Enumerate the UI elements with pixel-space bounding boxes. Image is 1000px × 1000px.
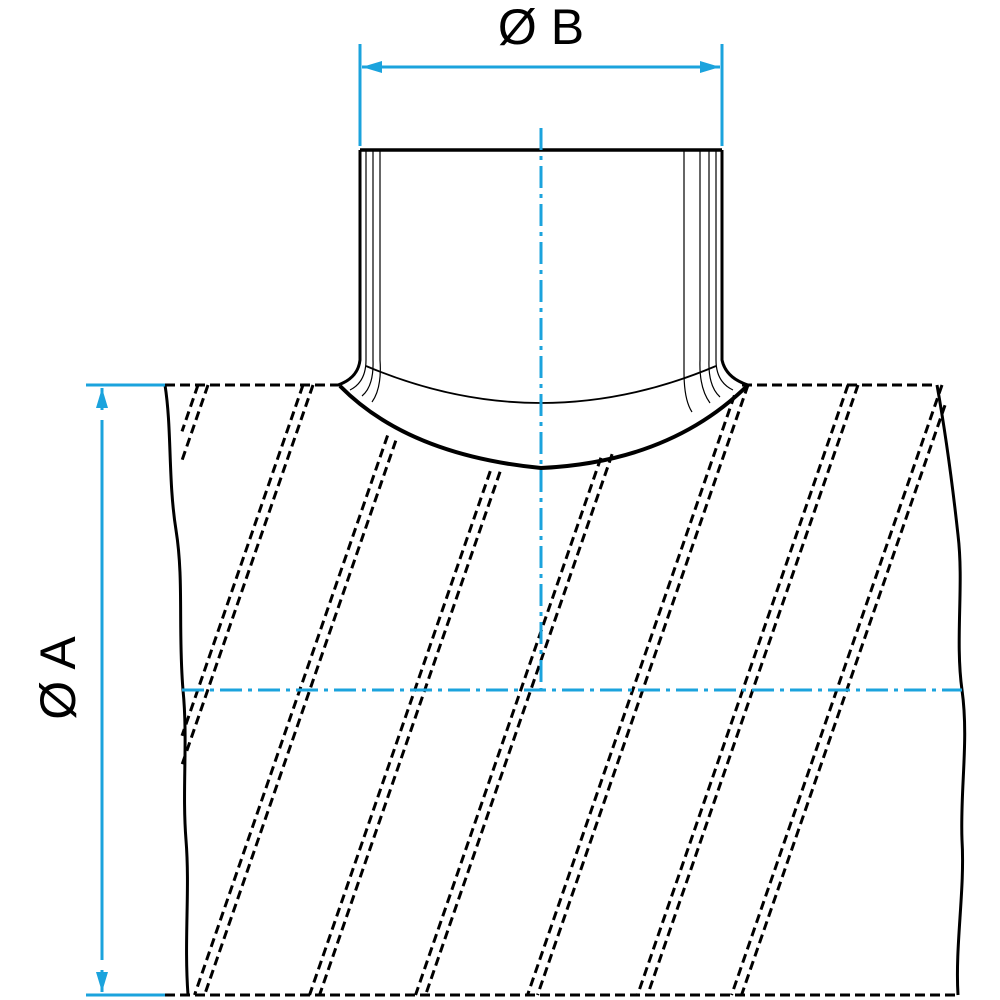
spiral-seam-line [203,440,398,996]
spiral-seam-line [308,470,492,996]
branch-inner-line [708,150,721,398]
branch-saddle-lower [338,383,750,471]
spiral-seam-line [526,394,736,996]
dim-b-label: Ø B [498,0,584,55]
branch-inner-line [699,150,711,404]
centre-lines [182,128,962,692]
spiral-seam-line [424,453,614,996]
spiral-seam-line [193,434,390,996]
dim-a-label: Ø A [30,636,86,720]
branch-right-edge [720,150,749,387]
spiral-seam-line [180,384,200,432]
spiral-seam-line [740,404,947,996]
spiral-seam-line [318,471,502,996]
branch-inner-line [683,150,693,413]
spiral-seam-line [414,457,603,996]
branch-inner-line [349,150,367,391]
branch-inner-line [361,150,374,397]
spiral-seam-line [180,384,315,766]
branch-left-edge [337,150,362,387]
branch-outlet [337,148,750,471]
spiral-seam-line [180,384,210,461]
branch-inner-line [371,150,381,403]
dimension-a [86,383,165,997]
branch-inner-line [715,150,734,391]
spiral-seam-line [180,384,305,737]
dimension-b [358,44,724,146]
